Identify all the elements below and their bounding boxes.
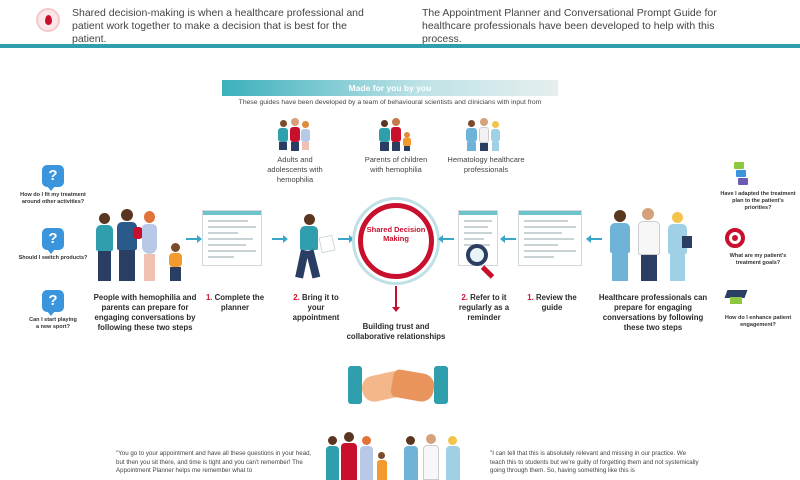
question-bubble-icon: ?: [42, 165, 64, 191]
shared-decision-making-label: Shared Decision Making: [366, 225, 426, 243]
hcp-step-1: 1. Review the guide: [522, 293, 582, 313]
header: Shared decision-making is when a healthc…: [0, 0, 800, 45]
hcp-question: How do I enhance patient engagement?: [724, 315, 792, 328]
building-trust-text: Building trust and collaborative relatio…: [346, 322, 446, 341]
patient-question: Can I start playing a new sport?: [29, 317, 77, 330]
step-number: 1.: [527, 293, 534, 302]
step-number: 2.: [293, 293, 300, 302]
flow-arrow: [438, 235, 454, 243]
hcp-quote: "I can tell that this is absolutely rele…: [490, 450, 699, 474]
prompt-guide-document: [458, 210, 498, 266]
group-label-adults: Adults and adolescents with hemophilia: [267, 155, 323, 184]
group-label-hcp: Hematology healthcare professionals: [447, 155, 525, 174]
step-label: Review the guide: [535, 293, 577, 312]
flow-arrow: [586, 235, 602, 243]
guide-document: [518, 210, 582, 266]
step-number: 1.: [205, 293, 213, 302]
flow-arrow: [186, 235, 202, 243]
header-right-text: The Appointment Planner and Conversation…: [422, 7, 717, 45]
hcp-question: Have I adapted the treatment plan to the…: [720, 191, 796, 211]
patient-step-1: 1. Complete the planner: [200, 293, 270, 313]
handshake-icon: [348, 362, 448, 420]
hcp-step-2: 2. Refer to it regularly as a reminder: [452, 293, 516, 323]
hcp-group-illustration: [466, 118, 502, 152]
flow-arrow: [272, 235, 288, 243]
group-label-parents: Parents of children with hemophilia: [364, 155, 428, 174]
down-arrow: [392, 286, 400, 312]
shared-decision-inner-ring: [358, 203, 434, 279]
flow-arrow: [338, 235, 354, 243]
hcp-question: What are my patient's treatment goals?: [729, 253, 787, 266]
blood-drop-logo-icon: [36, 8, 60, 32]
banner-subtitle: These guides have been developed by a te…: [238, 99, 542, 106]
walking-patient-illustration: [290, 214, 340, 280]
graduation-cap-icon: [724, 290, 748, 306]
question-bubble-icon: ?: [42, 228, 64, 254]
step-label: Refer to it regularly as a reminder: [458, 293, 510, 322]
question-bubble-icon: ?: [42, 290, 64, 316]
patient-step-2: 2. Bring it to your appointment: [284, 293, 348, 323]
patient-family-illustration: [95, 205, 190, 285]
step-label: Complete the planner: [214, 293, 265, 312]
parents-group-illustration: [379, 118, 413, 152]
community-group-illustration: [326, 432, 476, 480]
hcp-steps-intro: Healthcare professionals can prepare for…: [598, 293, 708, 332]
patient-question: How do I fit my treatment around other a…: [20, 192, 86, 205]
appointment-planner-document: [202, 210, 262, 266]
step-label: Bring it to your appointment: [292, 293, 340, 322]
magnifier-icon: [466, 244, 488, 266]
numbered-list-icon: [734, 162, 752, 186]
header-left-text: Shared decision-making is when a healthc…: [72, 7, 364, 45]
step-number: 2.: [461, 293, 468, 302]
magnifier-handle: [480, 265, 495, 279]
flow-arrow: [500, 235, 516, 243]
made-for-you-banner: Made for you by you: [222, 80, 558, 96]
target-icon: [725, 228, 745, 248]
adults-group-illustration: [278, 118, 312, 152]
header-divider: [0, 44, 800, 48]
patient-quote: "You go to your appointment and have all…: [116, 450, 312, 474]
patient-question: Should I switch products?: [18, 255, 88, 261]
hcp-team-illustration: [608, 208, 694, 282]
patient-steps-intro: People with hemophilia and parents can p…: [93, 293, 197, 332]
